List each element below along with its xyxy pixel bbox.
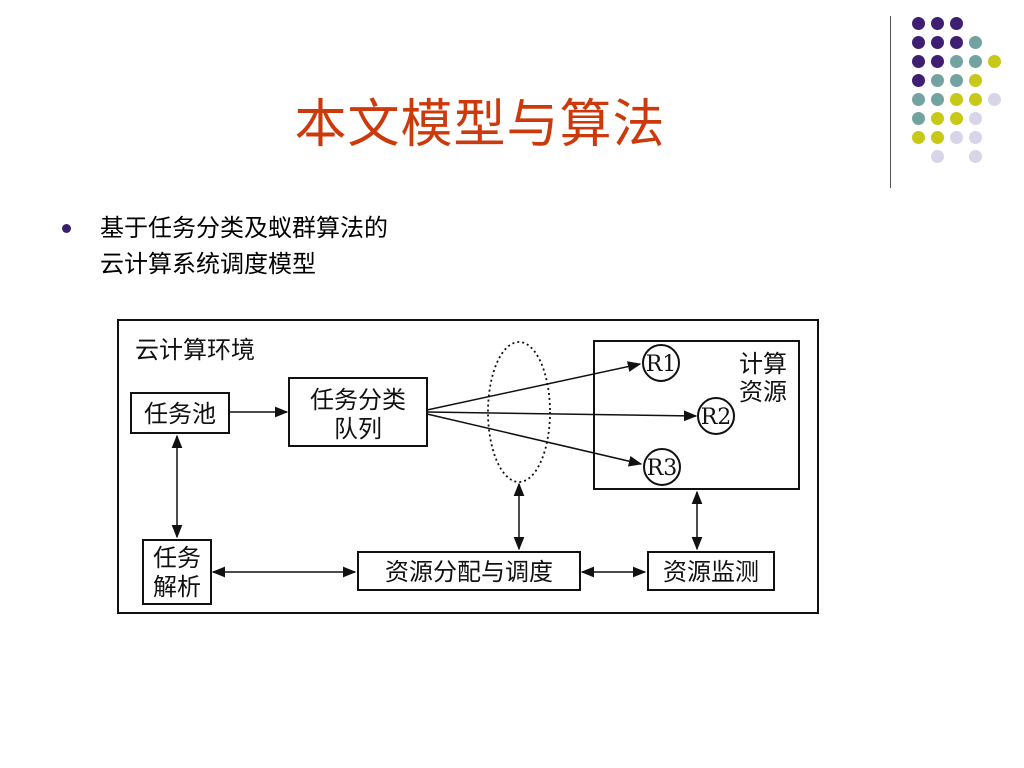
dot-icon (969, 74, 982, 87)
dot-icon (969, 93, 982, 106)
monitor-label: 资源监测 (663, 558, 759, 586)
dot-icon (950, 74, 963, 87)
dot-icon (931, 131, 944, 144)
resource-node-r1 (642, 344, 680, 382)
dot-icon (988, 93, 1001, 106)
dot-icon (931, 36, 944, 49)
dot-icon (969, 36, 982, 49)
dot-icon (950, 36, 963, 49)
dot-icon (950, 93, 963, 106)
cloud-environment-frame (117, 319, 819, 614)
alloc-label: 资源分配与调度 (385, 558, 553, 586)
task-queue-label-line1: 任务分类 (310, 386, 406, 414)
dot-icon (931, 112, 944, 125)
dot-icon (912, 93, 925, 106)
dot-icon (912, 131, 925, 144)
dot-icon (912, 36, 925, 49)
slide-title: 本文模型与算法 (294, 95, 666, 155)
task-pool-box (130, 392, 230, 434)
arrow-queue-to-r3 (426, 413, 643, 467)
dot-icon (950, 55, 963, 68)
task-queue-label-line2: 队列 (334, 415, 382, 443)
resource-node-r2 (697, 397, 735, 435)
dot-icon (931, 55, 944, 68)
decorative-divider (890, 16, 891, 188)
network-ellipse (487, 341, 551, 483)
dot-icon (969, 150, 982, 163)
alloc-box (357, 551, 581, 591)
dot-icon (912, 55, 925, 68)
task-parse-label-line1: 任务 (153, 544, 201, 572)
dot-icon (912, 17, 925, 30)
resource-label-line2: 资源 (739, 378, 787, 406)
monitor-box (647, 551, 775, 591)
dot-icon (931, 93, 944, 106)
dot-icon (969, 55, 982, 68)
dot-icon (950, 131, 963, 144)
task-parse-box (142, 539, 212, 605)
arrow-queue-to-r1 (426, 361, 642, 411)
dot-icon (912, 112, 925, 125)
bullet-item: 基于任务分类及蚁群算法的 云计算系统调度模型 (62, 210, 388, 282)
dot-icon (912, 74, 925, 87)
bullet-text-line1: 基于任务分类及蚁群算法的 (100, 214, 388, 242)
r2-label: R2 (701, 405, 732, 430)
task-queue-box (288, 377, 428, 447)
dot-icon (931, 150, 944, 163)
r1-label: R1 (646, 352, 677, 377)
resource-node-r3 (643, 448, 681, 486)
resource-label-line1: 计算 (739, 350, 787, 378)
dot-icon (931, 74, 944, 87)
task-parse-label-line2: 解析 (153, 573, 201, 601)
r3-label: R3 (647, 456, 678, 481)
arrow-queue-to-r2 (426, 410, 698, 422)
env-label: 云计算环境 (135, 336, 255, 364)
dot-icon (988, 55, 1001, 68)
dot-icon (950, 112, 963, 125)
dot-icon (969, 112, 982, 125)
bullet-dot-icon (62, 224, 71, 233)
dot-icon (969, 131, 982, 144)
bullet-text-line2: 云计算系统调度模型 (100, 250, 316, 278)
task-pool-label: 任务池 (144, 400, 216, 428)
dot-icon (950, 17, 963, 30)
dot-icon (931, 17, 944, 30)
